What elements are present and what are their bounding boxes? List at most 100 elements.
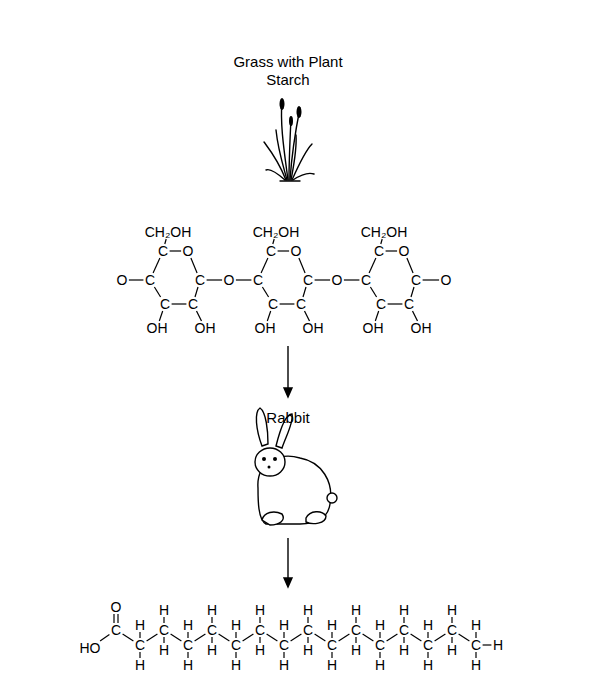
atom-label: OH	[303, 320, 324, 336]
atom-label: HO	[80, 640, 101, 656]
atom-label: H	[255, 642, 265, 658]
grass-base	[280, 180, 300, 181]
atom-label: C	[253, 272, 263, 288]
bond-line	[375, 311, 378, 321]
atom-label: H	[231, 657, 241, 673]
bond-line	[435, 634, 446, 641]
rabbit-eye	[262, 457, 266, 461]
bond-line	[315, 279, 331, 280]
grass-seed-heads	[280, 98, 302, 126]
atom-label: H	[447, 602, 457, 618]
bond-line	[363, 634, 374, 641]
bond-line	[197, 311, 202, 321]
arrow-shaft	[287, 346, 288, 388]
bond-line	[369, 258, 376, 273]
bond-line	[411, 287, 414, 297]
atom-label: C	[268, 296, 278, 312]
bond-line	[100, 635, 109, 642]
atom-label: H	[207, 642, 217, 658]
atom-label: O	[441, 272, 452, 288]
atom-label: C	[279, 637, 289, 653]
atom-label: H	[471, 617, 481, 633]
bond-line	[459, 634, 470, 641]
atom-label: C	[404, 296, 414, 312]
bond-line	[117, 614, 118, 623]
organism-label: Grass with Plant Starch	[233, 53, 343, 89]
atom-label: C	[447, 622, 457, 638]
arrow-head	[284, 578, 292, 587]
rabbit-eye	[273, 457, 277, 461]
grass-blade	[293, 173, 314, 180]
grass-blade	[291, 135, 296, 180]
arrow-head	[284, 388, 292, 397]
atom-label: H	[375, 617, 385, 633]
grass-blade	[276, 130, 287, 180]
rabbit-tail	[327, 493, 337, 503]
atom-label: C	[111, 622, 121, 638]
grass-blade	[290, 108, 300, 180]
bond-line	[195, 287, 198, 297]
atom-label: H	[135, 657, 145, 673]
rabbit-paw	[262, 512, 283, 525]
atom-label: C	[266, 243, 276, 259]
bond-line	[267, 634, 278, 641]
grass-blade	[289, 118, 291, 180]
bond-line	[423, 279, 440, 280]
atom-label: OH	[363, 320, 384, 336]
atom-label: H	[183, 657, 193, 673]
rabbit-nose	[268, 466, 271, 469]
atom-label: OH	[255, 320, 276, 336]
bond-line	[207, 279, 223, 280]
atom-label: C	[207, 622, 217, 638]
seed-head	[297, 106, 302, 118]
atom-label: O	[332, 272, 343, 288]
bond-line	[388, 303, 403, 304]
bond-line	[171, 634, 182, 641]
bond-line	[299, 258, 305, 273]
atom-label: CH₂OH	[145, 224, 192, 240]
bond-line	[303, 287, 306, 297]
bond-line	[113, 614, 114, 623]
atom-label: C	[160, 296, 170, 312]
rabbit-ear	[256, 408, 268, 446]
bond-line	[407, 258, 413, 273]
grass-blade	[266, 169, 285, 180]
atom-label: H	[303, 602, 313, 618]
atom-label: H	[255, 602, 265, 618]
atom-label: H	[279, 657, 289, 673]
atom-label: C	[159, 622, 169, 638]
seed-head	[289, 116, 293, 126]
atom-label: OH	[411, 320, 432, 336]
bond-line	[159, 311, 162, 321]
atom-label: C	[183, 637, 193, 653]
bond-line	[191, 258, 197, 273]
atom-label: H	[423, 617, 433, 633]
atom-label: C	[255, 622, 265, 638]
bond-line	[411, 634, 422, 641]
bond-line	[147, 634, 158, 641]
atom-label: O	[117, 272, 128, 288]
grass-illustration	[264, 100, 314, 181]
grass-blade	[264, 142, 286, 180]
bond-line	[267, 311, 270, 321]
atom-label: C	[423, 637, 433, 653]
bond-line	[262, 287, 268, 297]
bond-line	[291, 634, 302, 641]
atom-label: C	[375, 637, 385, 653]
atom-label: H	[159, 602, 169, 618]
seed-head	[280, 98, 285, 110]
bond-line	[195, 634, 206, 641]
bond-line	[305, 311, 310, 321]
bond-line	[386, 250, 398, 251]
bond-line	[483, 644, 492, 645]
atom-label: C	[296, 296, 306, 312]
bond-line	[413, 311, 418, 321]
organism-label: Rabbit	[233, 409, 343, 427]
bond-line	[280, 303, 295, 304]
bond-line	[344, 279, 360, 280]
atom-label: O	[224, 272, 235, 288]
atom-label: OH	[147, 320, 168, 336]
bond-line	[129, 279, 144, 280]
